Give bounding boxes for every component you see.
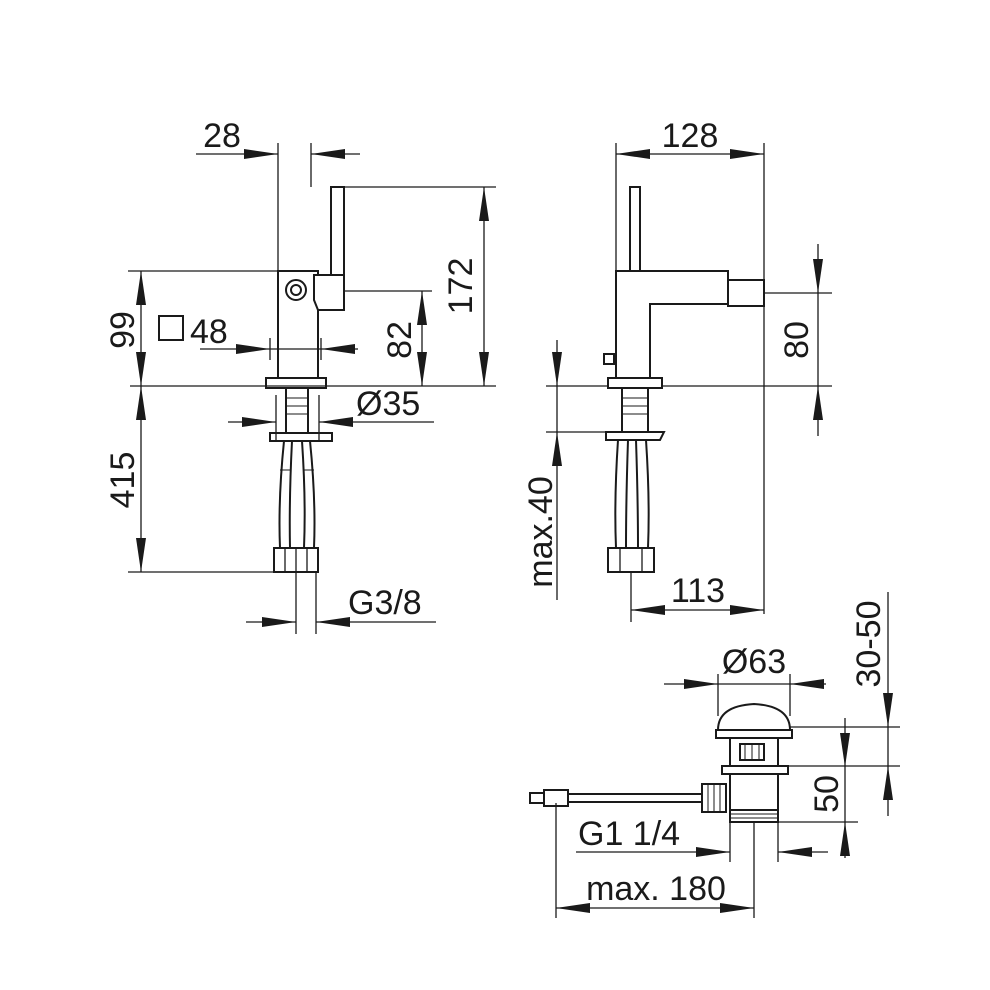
drain-cap bbox=[716, 702, 792, 731]
dim-28: 28 bbox=[203, 117, 241, 155]
dim-30-50: 30-50 bbox=[850, 601, 888, 688]
drain-view bbox=[529, 702, 793, 823]
drain-tailpiece bbox=[729, 773, 779, 811]
dim-diameter-63: Ø63 bbox=[722, 643, 786, 681]
dim-415: 415 bbox=[104, 452, 142, 509]
side-view bbox=[603, 186, 765, 573]
dim-diameter-35: Ø35 bbox=[356, 385, 420, 423]
shank-side bbox=[621, 387, 649, 434]
dim-113: 113 bbox=[671, 572, 725, 610]
dim-g1-1-4: G1 1/4 bbox=[578, 815, 680, 853]
dim-max-40: max.40 bbox=[522, 476, 560, 588]
dim-128: 128 bbox=[662, 117, 719, 155]
handle-lever bbox=[330, 186, 345, 276]
fixing-plate bbox=[269, 432, 333, 442]
rod-end bbox=[529, 792, 545, 804]
dim-max-180: max. 180 bbox=[586, 870, 726, 908]
dim-99: 99 bbox=[104, 311, 142, 349]
mixer-body-side bbox=[615, 270, 729, 383]
spout-outlet bbox=[285, 279, 307, 301]
spout-nozzle bbox=[727, 279, 765, 307]
drain-dimensions: Ø63 30-50 50 G1 1/4 max. 180 bbox=[555, 592, 900, 918]
side-dimensions: 128 80 max.40 113 bbox=[522, 117, 832, 622]
dim-g3-8: G3/8 bbox=[348, 584, 422, 622]
dim-50: 50 bbox=[808, 775, 846, 813]
pop-up-knob bbox=[603, 353, 615, 365]
handle-lever-side bbox=[629, 186, 641, 274]
fixing-plate-side bbox=[605, 431, 666, 441]
threaded-shank bbox=[285, 387, 309, 434]
dim-172: 172 bbox=[442, 258, 480, 315]
dim-82: 82 bbox=[381, 321, 419, 359]
drain-nut bbox=[721, 765, 789, 775]
drain-flange bbox=[715, 729, 793, 739]
base-plate-side bbox=[607, 377, 663, 389]
supply-hose-left bbox=[278, 440, 293, 549]
dim-square-48: 48 bbox=[190, 313, 228, 351]
supply-hose-side bbox=[614, 439, 650, 549]
square-section-icon bbox=[158, 315, 184, 341]
supply-hose-right bbox=[301, 440, 316, 549]
front-dimensions: 28 172 99 48 82 Ø35 bbox=[104, 117, 496, 634]
hose-nut-side bbox=[607, 547, 655, 573]
handle-hub bbox=[313, 274, 345, 311]
front-view bbox=[265, 186, 345, 573]
drain-thread bbox=[729, 809, 779, 823]
dim-80: 80 bbox=[778, 321, 816, 359]
